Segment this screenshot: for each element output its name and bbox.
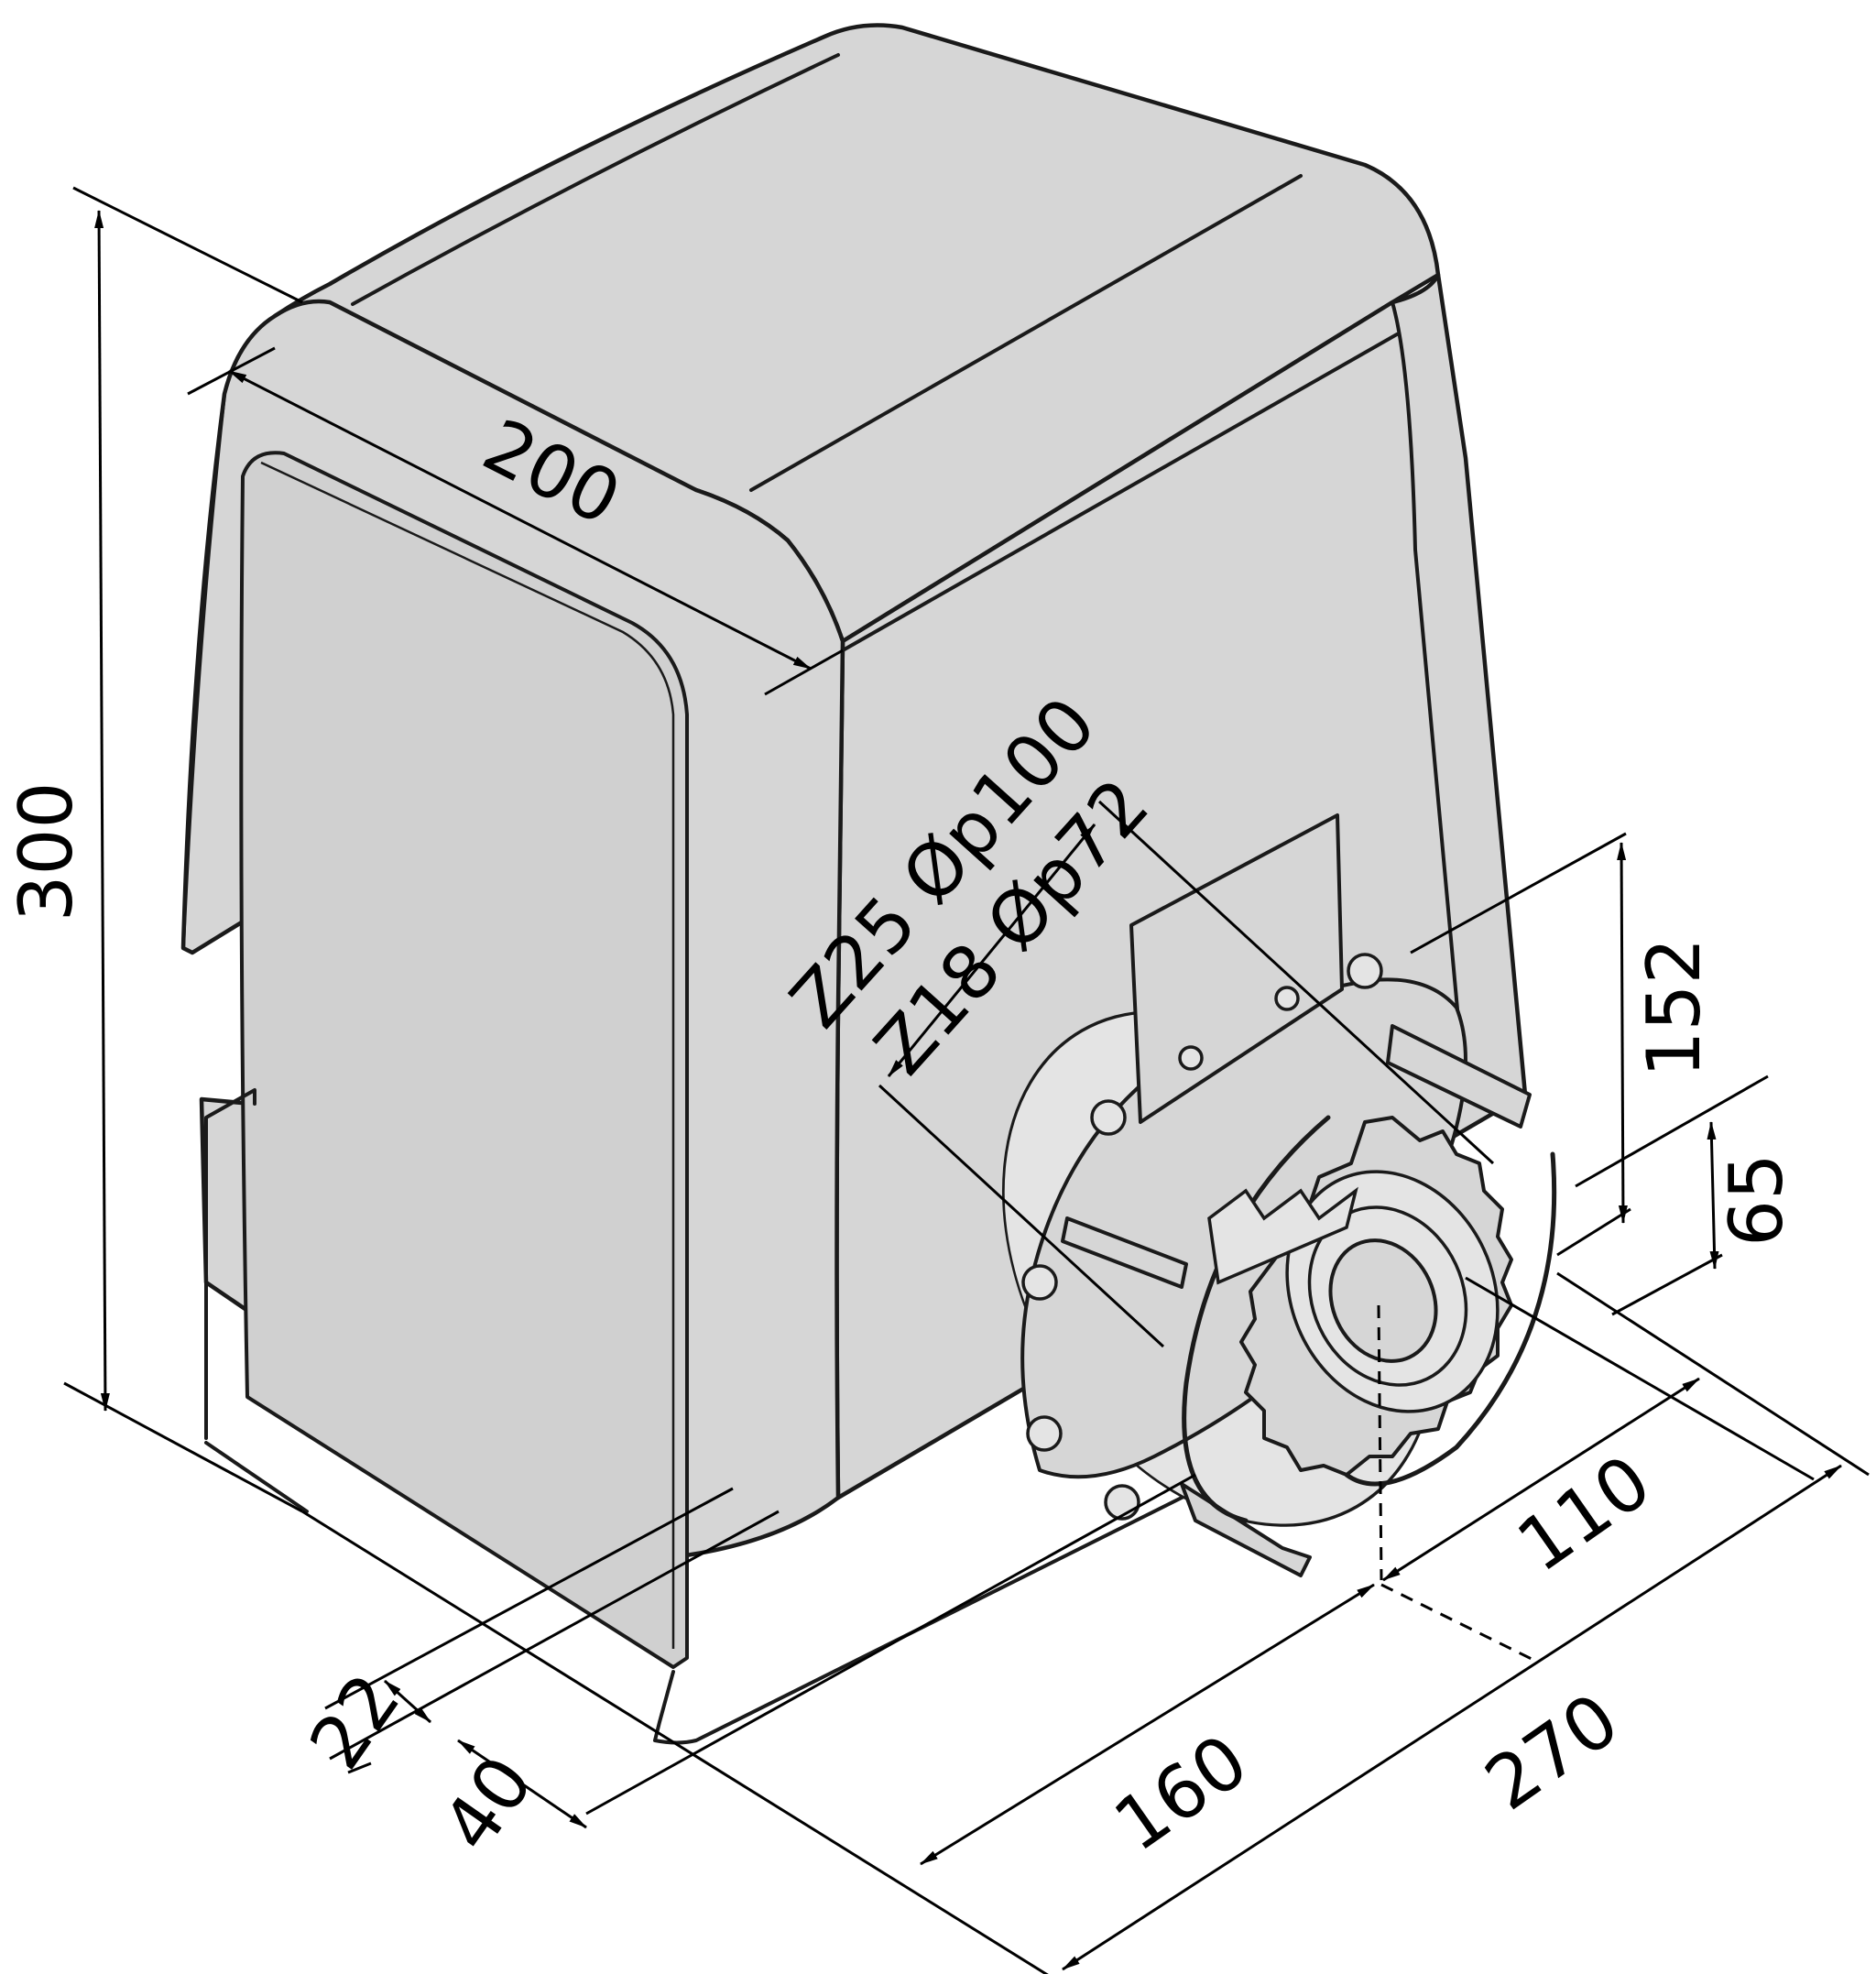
right-edge (1391, 300, 1467, 1101)
dim-line-gear-offset (1707, 1121, 1719, 1270)
guide-roller-top (1386, 1024, 1532, 1129)
leader-z18 (878, 1084, 1165, 1348)
label-front-offset-b: 40 (426, 1741, 550, 1867)
front-lower-edge (204, 1088, 256, 1440)
flange-bolt-1 (1347, 953, 1383, 989)
label-motor-depth: 160 (1099, 1718, 1262, 1869)
gear-hub-inner (1328, 1238, 1438, 1363)
label-height: 300 (4, 782, 89, 922)
bracket-bolt-2 (1274, 986, 1300, 1011)
top-crease-3 (841, 333, 1399, 652)
rear-gear-teeth (1207, 1186, 1358, 1285)
label-gear-depth: 110 (1502, 1439, 1665, 1589)
flange-bolt-5 (1104, 1484, 1140, 1521)
dim-line-top-width (228, 369, 812, 671)
flange-bolt-2 (1090, 1099, 1127, 1136)
top-crease-2 (749, 174, 1303, 492)
dimension-lines (63, 186, 1870, 1974)
dim-line-front-offset-b (457, 1739, 587, 1829)
flange-bolt-3 (1021, 1264, 1058, 1301)
label-gear-height: 152 (1631, 938, 1717, 1078)
label-total-depth: 270 (1470, 1677, 1633, 1827)
axis-hidden-diagonal (1380, 1583, 1540, 1664)
dim-line-gear-height (1617, 842, 1628, 1224)
dim-line-height (94, 210, 110, 1412)
guide-roller-left (1061, 1216, 1188, 1289)
dim-line-gear-spec (887, 823, 1096, 1077)
mounting-bracket (1129, 813, 1344, 1124)
bottom-left-base (204, 1441, 309, 1513)
flange-bolt-4 (1026, 1415, 1063, 1452)
top-crease-1 (351, 53, 840, 306)
label-gear-offset: 65 (1714, 1153, 1799, 1247)
dim-line-front-offset (383, 1679, 432, 1724)
bracket-bolt-1 (1178, 1045, 1204, 1071)
label-front-offset: 22 (293, 1659, 417, 1784)
dim-line-total-depth (1062, 1464, 1842, 1971)
front-panel (239, 451, 689, 1669)
leader-z25 (1097, 800, 1495, 1165)
corner-edge-left (181, 392, 226, 950)
